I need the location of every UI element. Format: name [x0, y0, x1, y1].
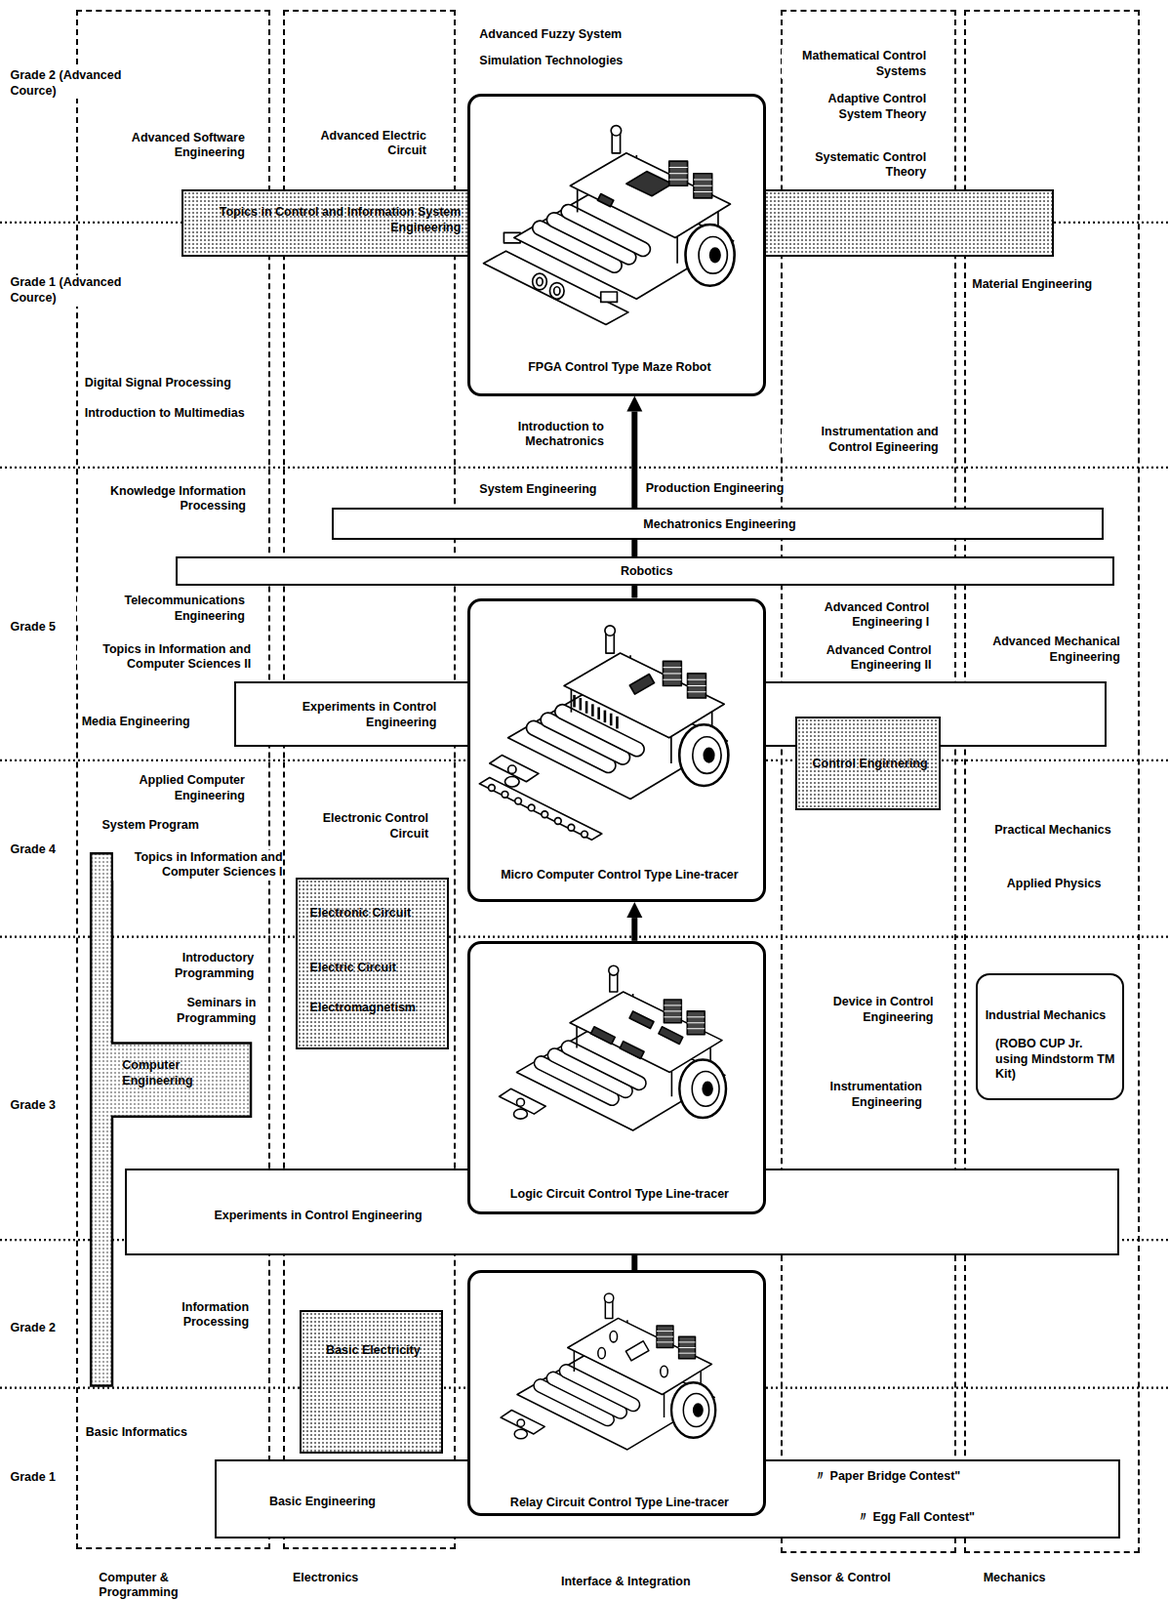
course-label: Adaptive Control System Theory [783, 91, 927, 122]
node-text: Control Engirnering [797, 756, 942, 772]
node-text: Mechatronics Engineering [333, 517, 1106, 533]
course-band: Mechatronics Engineering [331, 507, 1104, 540]
node-text: Experiments in Control Engineering [213, 1208, 422, 1224]
course-label: Electronic Control Circuit [295, 810, 429, 842]
course-label: Basic Informatics [85, 1424, 188, 1441]
course-label: Grade 3 [9, 1097, 56, 1114]
course-label: Information Processing [121, 1299, 249, 1331]
course-label: Applied Computer Engineering [97, 772, 245, 804]
node-text: Electromagnetism [310, 1000, 447, 1016]
course-label: Advanced Software Engineering [87, 130, 245, 162]
course-label: Advanced Fuzzy System [479, 27, 622, 43]
node-text: Basic Engineering [269, 1493, 376, 1510]
course-label: Instrumentation and Control Egineering [781, 424, 939, 455]
node-text: 〃 Egg Fall Contest" [856, 1509, 975, 1526]
node-text: Computer Engineering [121, 1057, 247, 1089]
course-label: Material Engineering [971, 277, 1092, 293]
node-text: Robotics [177, 564, 1117, 580]
course-label: Grade 1 [9, 1469, 56, 1486]
robot-box: Micro Computer Control Type Line-tracer [467, 598, 766, 903]
node-text: Micro Computer Control Type Line-tracer [470, 867, 769, 884]
arrow-head [626, 901, 643, 918]
node-text: Basic Electricity [301, 1342, 444, 1359]
arrow-shaft [631, 917, 638, 941]
arrow-head [626, 396, 643, 412]
node-text: FPGA Control Type Maze Robot [470, 360, 769, 376]
course-label: Advanced Control Engineering I [796, 600, 929, 631]
course-label: Introduction to Multimedias [84, 405, 245, 422]
robot-box: Relay Circuit Control Type Line-tracer [467, 1269, 766, 1516]
course-label: Grade 5 [9, 619, 56, 636]
course-label: Grade 1 (Advanced Cource) [9, 275, 130, 306]
course-label: Telecommunications Engineering [77, 593, 244, 624]
t-shape [90, 852, 251, 1385]
node-text: Electronics [292, 1570, 359, 1586]
course-label: System Engineering [479, 482, 597, 498]
course-label: Advanced Electric Circuit [299, 128, 427, 160]
course-label: Systematic Control Theory [789, 150, 927, 181]
course-label: Knowledge Information Processing [82, 483, 246, 515]
course-label: Grade 4 [9, 842, 56, 858]
node-text: Industrial Mechanics [985, 1007, 1123, 1024]
progress-arrow [626, 901, 643, 941]
course-label: Seminars in Programming [119, 995, 256, 1026]
node-text: Sensor & Control [790, 1570, 891, 1586]
course-label: Mathematical Control Systems [781, 48, 927, 80]
course-label: Simulation Technologies [479, 53, 623, 70]
grade-divider [0, 935, 1169, 938]
robot-box: Logic Circuit Control Type Line-tracer [467, 940, 766, 1214]
node-text: Relay Circuit Control Type Line-tracer [470, 1494, 769, 1511]
node-text: Topics in Control and Information System… [185, 204, 461, 236]
node-text: (ROBO CUP Jr. using Mindstorm TM Kit) [995, 1036, 1118, 1083]
node-text: Logic Circuit Control Type Line-tracer [470, 1186, 769, 1203]
course-box: Control Engirnering [795, 716, 940, 810]
course-label: Production Engineering [645, 481, 785, 497]
course-label: Instrumentation Engineering [783, 1079, 923, 1110]
node-text: Electronic Circuit [310, 905, 447, 922]
node-text: 〃 Paper Bridge Contest" [813, 1468, 961, 1485]
grade-divider [0, 466, 1169, 469]
course-box: Electronic CircuitElectric CircuitElectr… [295, 877, 449, 1049]
course-label: Advanced Mechanical Engineering [974, 634, 1120, 665]
course-label: System Program [102, 817, 200, 834]
course-label: Practical Mechanics [994, 822, 1112, 839]
course-label: Applied Physics [1007, 876, 1102, 892]
course-label: Interface & Integration [561, 1573, 691, 1590]
node-text: Experiments in Control Engineering [241, 699, 438, 730]
course-label: Topics in Information and Computer Scien… [77, 642, 251, 673]
course-label: Digital Signal Processing [84, 375, 232, 392]
course-box: Basic Electricity [299, 1309, 443, 1452]
course-box: Industrial Mechanics (ROBO CUP Jr. using … [975, 972, 1125, 1100]
course-band: Robotics [175, 556, 1115, 586]
course-label: Device in Control Engineering [786, 994, 934, 1025]
robot-box: FPGA Control Type Maze Robot [467, 93, 766, 396]
course-label: Grade 2 (Advanced Cource) [9, 68, 130, 99]
course-label: Topics in Information and Computer Scien… [113, 849, 283, 881]
node-text: Mechanics [983, 1570, 1047, 1586]
course-label: Introductory Programming [119, 950, 254, 981]
course-label: Media Engineering [81, 714, 191, 730]
node-text: Computer & Programming [98, 1570, 202, 1600]
course-label: Introduction to Mechatronics [473, 419, 605, 450]
course-label: Advanced Control Engineering II [799, 643, 932, 674]
course-label: Grade 2 [9, 1320, 56, 1336]
node-text: Electric Circuit [310, 960, 447, 976]
